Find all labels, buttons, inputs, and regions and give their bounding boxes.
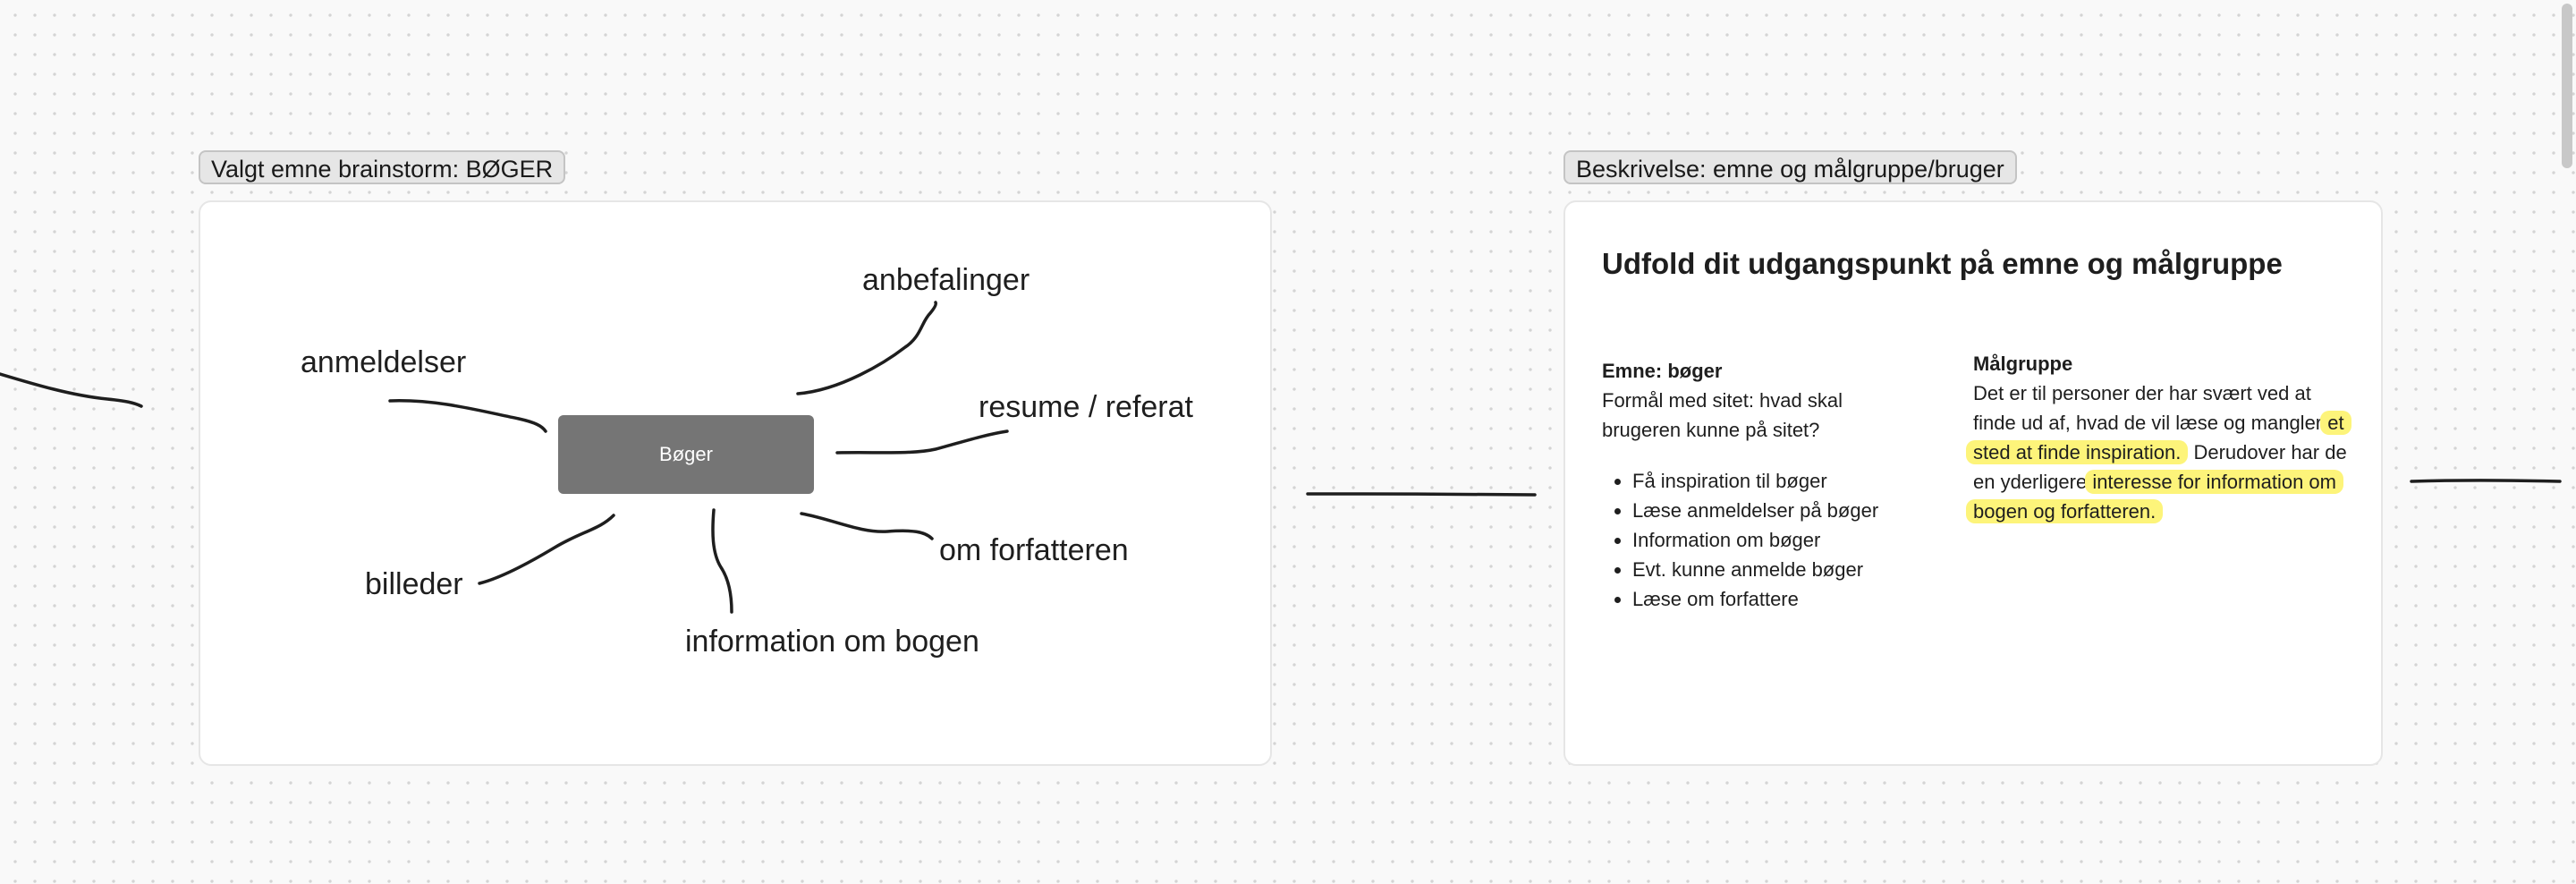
canvas-scrollbar[interactable] xyxy=(2562,4,2572,168)
mindmap-word-om-forfatteren[interactable]: om forfatteren xyxy=(939,533,1129,567)
emne-heading: Emne: bøger xyxy=(1602,360,1723,382)
maalgruppe-text: Det er til personer der har svært ved at… xyxy=(1966,378,2351,526)
emne-list-item: Læse om forfattere xyxy=(1632,584,1888,614)
emne-list-item: Læse anmeldelser på bøger xyxy=(1632,496,1888,525)
stroke-anbefalinger xyxy=(796,301,937,395)
mindmap-word-information[interactable]: information om bogen xyxy=(685,625,979,659)
stroke-connector-middle xyxy=(1306,492,1537,497)
stroke-billeder xyxy=(478,514,615,585)
stroke-om-forfatteren xyxy=(800,512,934,540)
maalgruppe-heading: Målgruppe xyxy=(1973,353,2073,375)
mindmap-center-node[interactable]: Bøger xyxy=(558,415,814,494)
mindmap-word-anbefalinger[interactable]: anbefalinger xyxy=(862,263,1030,297)
emne-list-item: Evt. kunne anmelde bøger xyxy=(1632,555,1888,584)
mindmap-word-anmeldelser[interactable]: anmeldelser xyxy=(301,345,467,379)
emne-column[interactable]: Emne: bøger Formål med sitet: hvad skal … xyxy=(1602,356,1888,614)
mindmap-word-billeder[interactable]: billeder xyxy=(365,567,463,601)
stroke-anmeldelser xyxy=(388,399,547,433)
stroke-right-edge xyxy=(2410,479,2562,483)
emne-list-item: Få inspiration til bøger xyxy=(1632,466,1888,496)
frame-label-description[interactable]: Beskrivelse: emne og målgruppe/bruger xyxy=(1563,150,2017,184)
stroke-information xyxy=(711,508,733,614)
maalgruppe-text-part-2: Derudover har de en yderligere xyxy=(1973,441,2347,493)
stroke-resume xyxy=(835,429,1009,455)
mindmap-center-label: Bøger xyxy=(659,443,713,465)
maalgruppe-column[interactable]: Målgruppe Det er til personer der har sv… xyxy=(1966,349,2351,526)
emne-list-item: Information om bøger xyxy=(1632,525,1888,555)
emne-intro: Formål med sitet: hvad skal brugeren kun… xyxy=(1602,389,1843,441)
maalgruppe-text-part-1: Det er til personer der har svært ved at… xyxy=(1973,382,2328,434)
emne-list: Få inspiration til bøger Læse anmeldelse… xyxy=(1602,466,1888,614)
frame-label-brainstorm[interactable]: Valgt emne brainstorm: BØGER xyxy=(199,150,566,184)
mindmap-word-resume[interactable]: resume / referat xyxy=(979,390,1193,424)
description-title[interactable]: Udfold dit udgangspunkt på emne og målgr… xyxy=(1602,247,2283,280)
stroke-left-edge xyxy=(0,372,143,408)
